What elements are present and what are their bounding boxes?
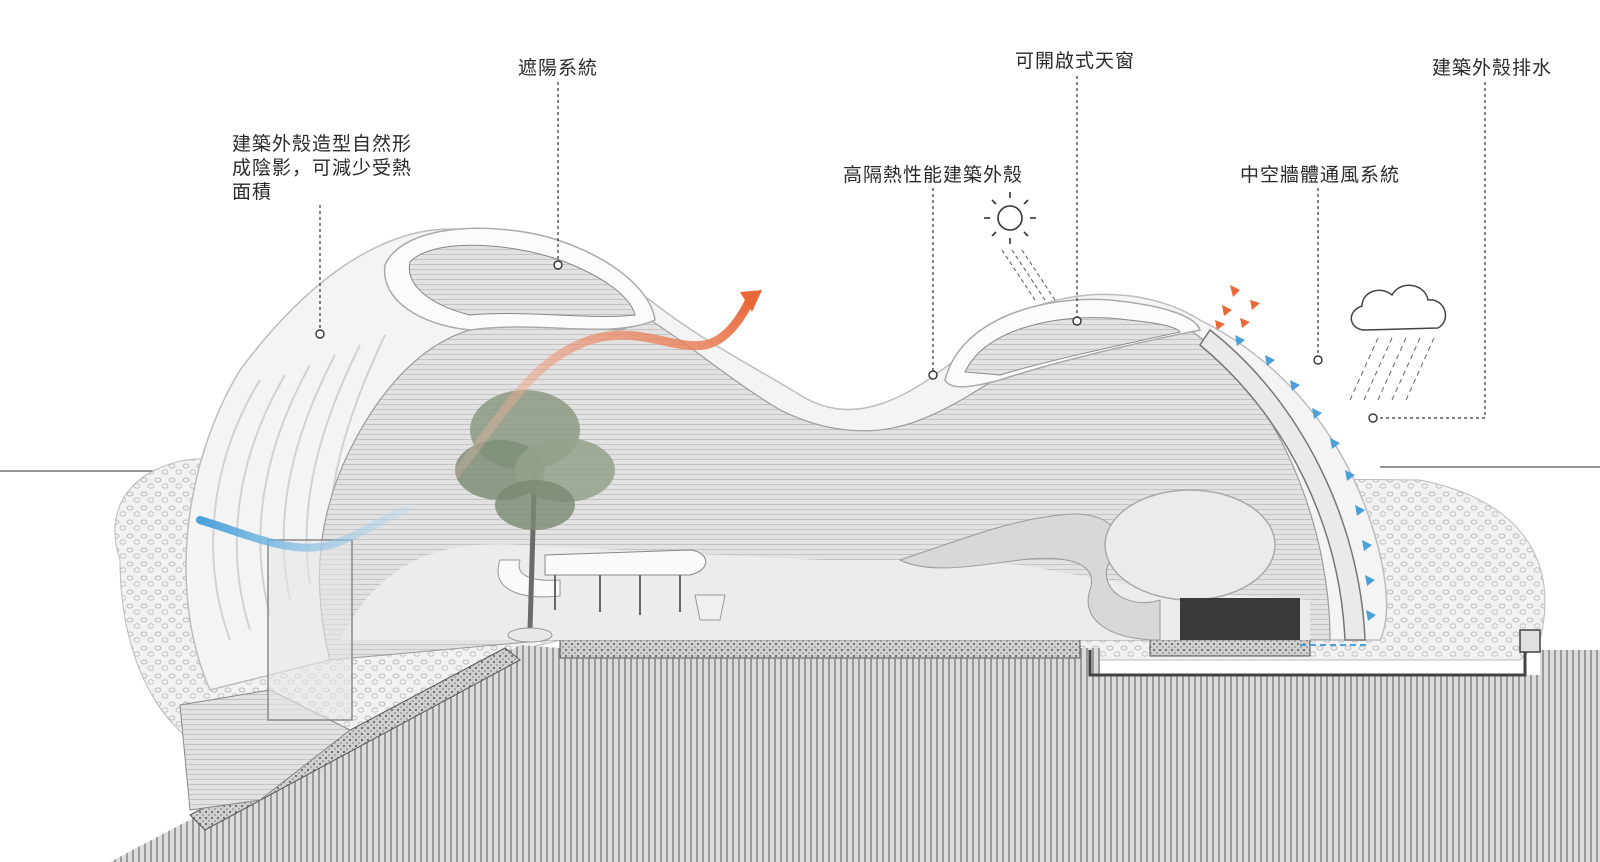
cavity-wall (1199, 328, 1366, 641)
label-shell-drainage: 建築外殼排水 (1432, 57, 1553, 79)
label-sunshade: 遮陽系統 (518, 57, 599, 79)
drain-box (1519, 629, 1541, 653)
leader-dots (315, 260, 1378, 423)
stool (694, 594, 726, 621)
warm-air-flow (450, 295, 755, 480)
label-shell-shading-line1: 建築外殼造型自然形 (232, 133, 413, 155)
round-platform (1104, 489, 1276, 601)
rain-cloud-icon (1349, 284, 1447, 401)
cool-air-arrows (1235, 335, 1376, 621)
warm-air-arrowhead (740, 290, 762, 312)
drainage-channel (1088, 645, 1527, 677)
curved-bench-wall (898, 513, 1161, 641)
label-shell-shading-line2: 成陰影，可減少受熱 (232, 157, 413, 179)
sun-icon (984, 192, 1036, 244)
label-high-insulation-shell: 高隔熱性能建築外殼 (843, 164, 1024, 186)
ground-section (110, 645, 1600, 862)
table-legs (554, 575, 681, 615)
label-shell-shading-line3: 面積 (232, 181, 273, 203)
sunshade-louvers (408, 244, 636, 317)
operable-skylight-glass (964, 317, 1181, 376)
glass-entrance (267, 539, 353, 721)
cool-air-flow (196, 506, 409, 552)
ground-layer-floor (559, 639, 1081, 659)
tree-icon (455, 390, 615, 643)
ground-layer-right (1149, 639, 1311, 657)
warm-air-exhaust-arrows (1215, 285, 1260, 330)
label-operable-skylight: 可開啟式天窗 (1015, 50, 1136, 72)
sun-rays (1001, 249, 1056, 301)
platform-opening (1180, 598, 1300, 640)
label-cavity-ventilation: 中空牆體通風系統 (1240, 164, 1401, 186)
label-shell-shading: 建築外殼造型自然形 成陰影，可減少受熱 面積 (232, 132, 422, 204)
table-top (544, 549, 707, 576)
leader-lines (319, 76, 1486, 419)
